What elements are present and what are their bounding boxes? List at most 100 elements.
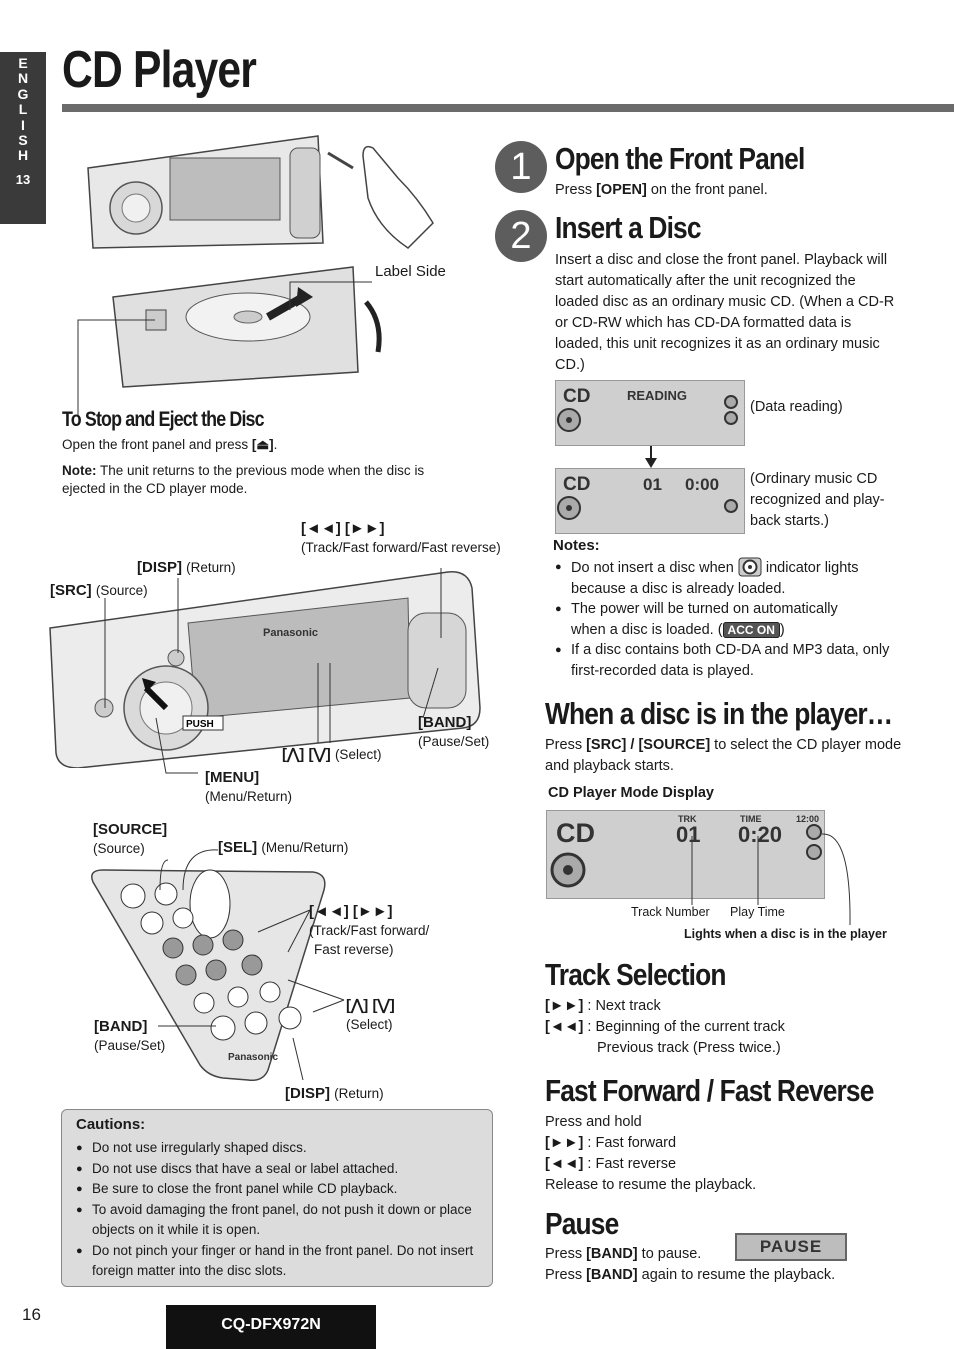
lcd-reading-display: CD READING [555,380,745,446]
note-1-line-2: because a disc is already loaded. [571,580,786,597]
cautions-box: Cautions: Do not use irregularly shaped … [61,1109,493,1287]
note-text: The unit returns to the previous mode wh… [62,463,425,496]
next-track-line: [►►] : Next track [545,996,785,1017]
stop-eject-text-end: . [273,437,278,452]
page-title: CD Player [62,41,257,99]
front-select-key: [⋀] [⋁] [282,746,331,763]
remote-sel-desc: (Menu/Return) [261,840,349,855]
remote-source-key: [SOURCE] [93,821,168,838]
step-1-badge: 1 [495,141,547,193]
label-side-caption: Label Side [375,263,446,280]
push-label: PUSH [186,719,214,730]
front-menu-desc: (Menu/Return) [205,789,293,804]
step-1-text: Press [555,182,597,198]
lcd-mode: CD [556,818,595,848]
remote-source-desc: (Source) [93,841,145,856]
pause-heading: Pause [545,1206,619,1241]
pause-text-end: to pause. [637,1246,702,1262]
note-item-2: The power will be turned on automaticall… [555,599,900,640]
callout-lines [77,281,372,415]
notes-title: Notes: [553,537,600,554]
remote-track-desc-1: (Track/Fast forward/ [309,923,430,938]
caution-item: To avoid damaging the front panel, do no… [76,1200,480,1241]
notes-list: Do not insert a disc when indicator ligh… [555,557,900,681]
brand-logo: Panasonic [263,627,318,639]
lcd-mode: CD [563,386,590,407]
disc-indicator-icon [738,557,762,577]
unit-open-illustration [112,266,382,388]
front-panel-callouts [104,568,442,774]
front-menu-label: [MENU] (Menu/Return) [205,768,292,806]
next-text: : Next track [587,998,661,1014]
unit-closed-illustration [87,135,434,249]
when-disc-text: Press [545,737,587,753]
model-label: CQ-DFX972N [166,1305,376,1349]
stop-eject-text: Open the front panel and press [62,437,252,452]
front-src-label: [SRC] (Source) [50,581,148,600]
remote-track-key: [◄◄] [►►] [309,903,393,920]
front-disp-key: [DISP] [137,559,182,576]
note-item-1: Do not insert a disc when indicator ligh… [555,557,900,599]
front-band-label: [BAND] (Pause/Set) [418,713,489,751]
when-disc-instruction: Press [SRC] / [SOURCE] to select the CD … [545,735,905,777]
lcd-play-caption: (Ordinary music CD recognized and play- … [750,469,885,532]
step-2-body: Insert a disc and close the front panel.… [555,252,895,373]
fast-forward-heading: Fast Forward / Fast Reverse [545,1073,874,1108]
remote-sel-label: [SEL] (Menu/Return) [218,838,348,857]
prev-track-line: [◄◄] : Beginning of the current track [545,1017,785,1038]
lcd-clock: 12:00 [796,814,819,824]
stop-eject-heading: To Stop and Eject the Disc [62,408,265,431]
remote-track-desc-2: Fast reverse) [314,942,394,957]
next-key: [►►] [545,998,584,1014]
remote-band-key: [BAND] [94,1018,148,1035]
pause-line-1: Press [BAND] to pause. [545,1244,835,1265]
step-2-badge: 2 [495,210,547,262]
ff-key: [►►] [545,1135,584,1151]
tab-letter: N [17,70,29,87]
lcd-reading-msg: READING [627,388,687,403]
when-disc-heading: When a disc is in the player… [545,696,893,731]
acc-on-badge: ACC ON [722,621,780,638]
lcd-track: 01 [643,475,662,494]
release-line: Release to resume the playback. [545,1177,757,1193]
language-letters: E N G L I S H [0,52,46,164]
lcd-time: 0:20 [738,822,782,847]
page-number: 16 [22,1305,41,1324]
caution-item: Do not use irregularly shaped discs. [76,1138,480,1159]
fr-key: [◄◄] [545,1156,584,1172]
step-1-instruction: Press [OPEN] on the front panel. [555,181,768,199]
step-1-heading: Open the Front Panel [555,141,805,176]
note-2-text: when a disc is loaded. ( [571,621,723,638]
lcd-play-caption-2: recognized and play- [750,492,885,508]
cd-mode-display-title: CD Player Mode Display [548,785,714,801]
lcd-reading-caption: (Data reading) [750,399,843,415]
pause-text: Press [545,1246,587,1262]
open-key: [OPEN] [596,182,647,198]
language-side-tab: E N G L I S H 13 [0,52,46,224]
remote-disp-key: [DISP] [285,1085,330,1102]
tab-letter: E [18,55,28,71]
lcd-mode: CD [563,474,590,495]
front-select-label: [⋀] [⋁] (Select) [282,745,381,764]
eject-key: [⏏] [251,437,274,452]
fr-line: [◄◄] : Fast reverse [545,1154,756,1175]
track-selection-body: [►►] : Next track [◄◄] : Beginning of th… [545,996,785,1059]
note-2-line-1: The power will be turned on automaticall… [571,601,838,617]
front-src-desc: (Source) [95,583,148,598]
stop-eject-instruction: Open the front panel and press [⏏]. [62,436,452,454]
prev-text: : Beginning of the current track [587,1019,785,1035]
remote-select-label: [⋀] [⋁] (Select) [346,996,395,1034]
play-time-label: Play Time [730,905,785,919]
cd-mode-callouts [691,833,851,926]
cautions-title: Cautions: [76,1116,146,1133]
ff-line: [►►] : Fast forward [545,1133,756,1154]
lcd-time-label: TIME [740,814,762,824]
down-arrow [645,446,657,468]
front-track-key: [◄◄] [►►] [301,520,385,537]
note-item-3: If a disc contains both CD-DA and MP3 da… [555,640,900,681]
title-rule [62,104,954,112]
note-2-text-end: ) [779,621,785,638]
caution-item: Do not pinch your finger or hand in the … [76,1241,480,1282]
remote-band-desc: (Pause/Set) [94,1038,166,1053]
cautions-list: Do not use irregularly shaped discs. Do … [76,1138,480,1282]
